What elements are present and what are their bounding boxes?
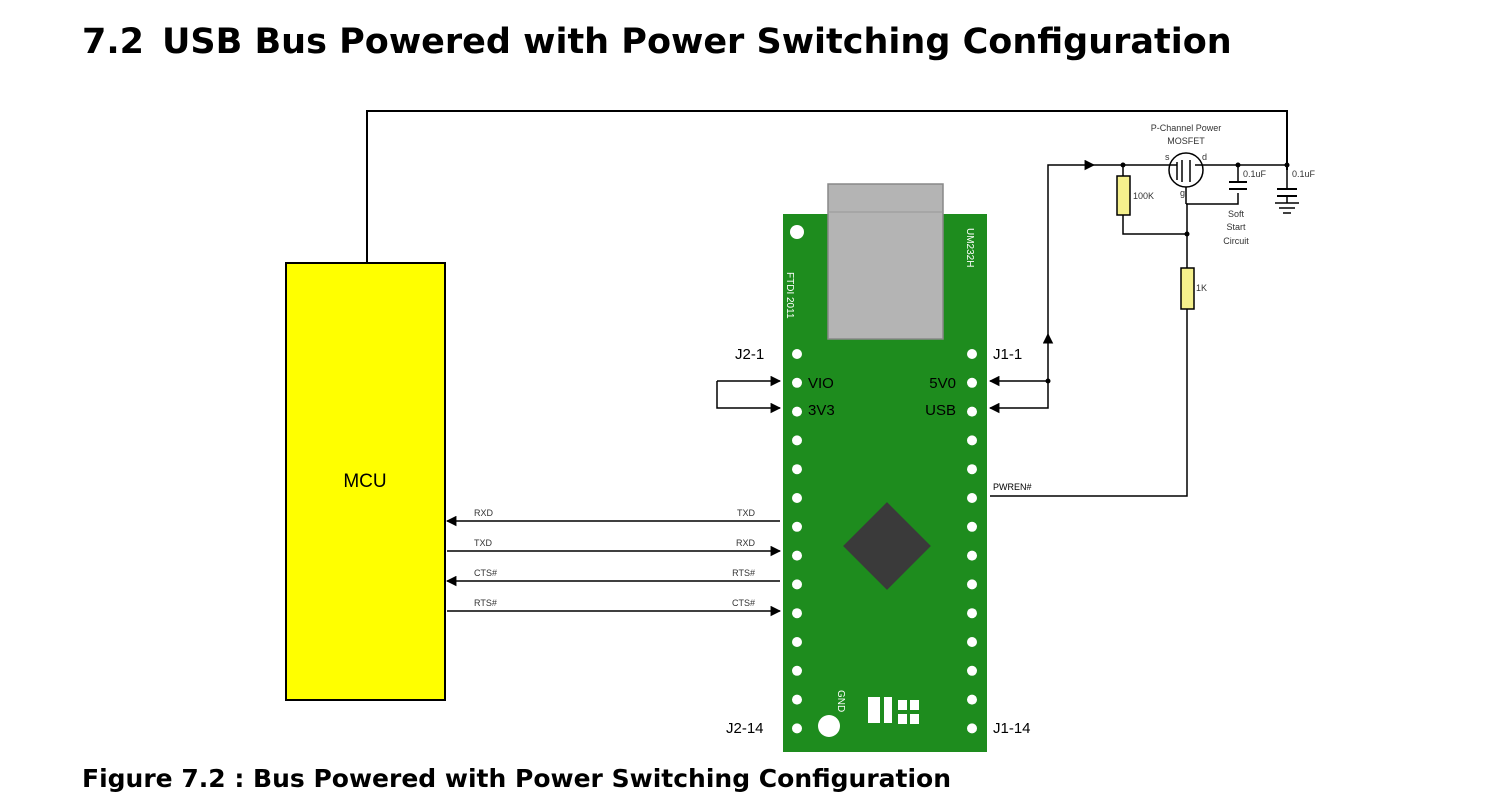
output-junction bbox=[1284, 162, 1290, 168]
j1-1-label: J1-1 bbox=[993, 346, 1022, 363]
j2-14-label: J2-14 bbox=[726, 720, 764, 737]
section-number: 7.2 bbox=[82, 22, 145, 62]
mounting-hole bbox=[790, 225, 804, 239]
output-cap-label: 0.1uF bbox=[1292, 169, 1316, 179]
figure-caption: Figure 7.2 : Bus Powered with Power Swit… bbox=[82, 764, 952, 793]
j1-pin-column bbox=[967, 349, 977, 734]
board-signal-label: RXD bbox=[736, 538, 756, 548]
j2-pin bbox=[792, 665, 802, 676]
board-signal-label: TXD bbox=[737, 508, 756, 518]
mcu-label: MCU bbox=[343, 471, 386, 492]
pullup-bottom-wire bbox=[1122, 215, 1187, 235]
j1-14-label: J1-14 bbox=[993, 720, 1031, 737]
mosfet-label-line1: P-Channel Power bbox=[1151, 123, 1222, 133]
soft-start-text-1: Soft bbox=[1228, 209, 1245, 219]
j2-pin bbox=[792, 493, 802, 503]
board-signal-label: CTS# bbox=[732, 598, 755, 608]
j1-pin bbox=[967, 637, 977, 647]
j2-pin bbox=[792, 406, 802, 417]
j1-pin bbox=[967, 550, 977, 561]
mcu-block bbox=[285, 262, 446, 701]
j2-pin bbox=[792, 579, 802, 590]
pin-5v0-label: 5V0 bbox=[929, 375, 956, 392]
gate-junction bbox=[1184, 231, 1190, 237]
mosfet-pin-g: g bbox=[1180, 188, 1185, 198]
j2-pin bbox=[792, 377, 802, 388]
vbus-wire bbox=[1047, 159, 1096, 334]
soft-start-cap-label: 0.1uF bbox=[1243, 169, 1267, 179]
soft-start-junction bbox=[1235, 162, 1241, 168]
j2-pin bbox=[792, 349, 802, 359]
mosfet-pin-s: s bbox=[1165, 152, 1170, 162]
resistor-1k-label: 1K bbox=[1196, 283, 1207, 293]
mcu-signal-label: TXD bbox=[474, 538, 493, 548]
resistor-100k-label: 100K bbox=[1133, 191, 1154, 201]
j1-pin bbox=[967, 723, 977, 734]
silk-right-label: UM232H bbox=[964, 228, 975, 267]
p-channel-mosfet bbox=[1166, 152, 1206, 204]
smd-components bbox=[868, 697, 919, 724]
soft-start-wire bbox=[1187, 193, 1239, 205]
silk-left-label: FTDI 2011 bbox=[784, 272, 795, 319]
ground-icon bbox=[1275, 202, 1299, 214]
j1-pin bbox=[967, 608, 977, 619]
j1-pin bbox=[967, 464, 977, 475]
soft-start-text-3: Circuit bbox=[1223, 236, 1249, 246]
board-signal-label: RTS# bbox=[732, 568, 755, 578]
j2-pin bbox=[792, 637, 802, 647]
ft232h-chip bbox=[843, 502, 931, 590]
j2-pin-column bbox=[792, 349, 802, 734]
pin-3v3-label: 3V3 bbox=[808, 402, 835, 419]
j1-pin bbox=[967, 493, 977, 503]
section-heading: 7.2 USB Bus Powered with Power Switching … bbox=[82, 22, 1232, 62]
j2-1-label: J2-1 bbox=[735, 346, 764, 363]
mcu-power-wire bbox=[366, 110, 1288, 262]
resistor-1k bbox=[1180, 267, 1195, 310]
j1-pin bbox=[967, 377, 977, 388]
section-title: USB Bus Powered with Power Switching Con… bbox=[162, 22, 1232, 62]
pwren-label: PWREN# bbox=[993, 482, 1032, 492]
j1-pin bbox=[967, 406, 977, 417]
j2-pin bbox=[792, 723, 802, 734]
j1-pin bbox=[967, 435, 977, 446]
uart-signals: RXD TXD TXD RXD CTS# RTS# RTS# CTS# bbox=[445, 508, 782, 617]
j2-pin bbox=[792, 694, 802, 705]
gnd-label: GND bbox=[835, 690, 846, 712]
pin-usb-label: USB bbox=[925, 402, 956, 419]
mcu-signal-label: RXD bbox=[474, 508, 494, 518]
mcu-signal-label: CTS# bbox=[474, 568, 497, 578]
j1-pin bbox=[967, 665, 977, 676]
j2-pin bbox=[792, 521, 802, 532]
j2-pin bbox=[792, 608, 802, 619]
resistor-100k bbox=[1116, 175, 1131, 216]
pwren-wire bbox=[990, 309, 1188, 497]
j1-pin bbox=[967, 349, 977, 359]
j1-pin bbox=[967, 521, 977, 532]
j2-pin bbox=[792, 550, 802, 561]
gnd-pad bbox=[818, 715, 840, 737]
pullup-junction bbox=[1120, 162, 1126, 168]
usb-wire bbox=[988, 381, 1049, 414]
pin-vio-label: VIO bbox=[808, 375, 834, 392]
mcu-signal-label: RTS# bbox=[474, 598, 497, 608]
soft-start-text-2: Start bbox=[1226, 222, 1246, 232]
j2-pin bbox=[792, 435, 802, 446]
j1-pin bbox=[967, 579, 977, 590]
mosfet-pin-d: d bbox=[1202, 152, 1207, 162]
vio-3v3-loop bbox=[716, 381, 782, 414]
usb-connector bbox=[827, 183, 944, 340]
j1-pin bbox=[967, 694, 977, 705]
j2-pin bbox=[792, 464, 802, 475]
mosfet-label-line2: MOSFET bbox=[1167, 136, 1205, 146]
